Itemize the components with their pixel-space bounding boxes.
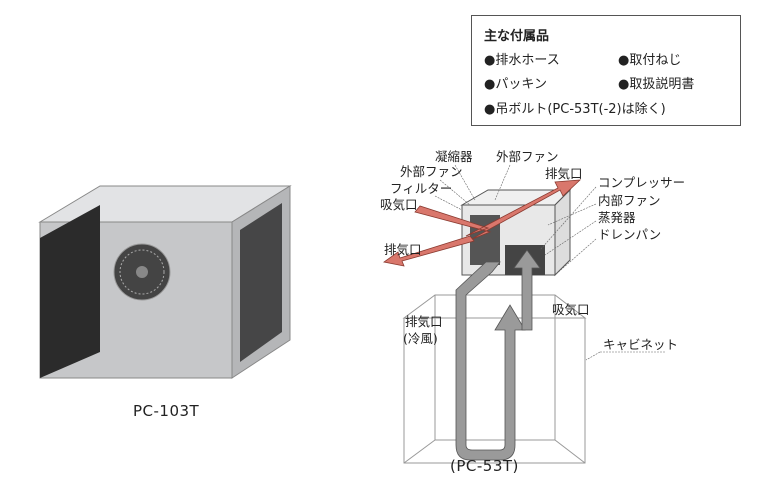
hot-air-exhaust-arrow	[383, 235, 475, 267]
label-condenser: 凝縮器	[435, 149, 473, 164]
accessory-item: ●排水ホース	[484, 53, 560, 68]
accessories-title: 主な付属品	[484, 29, 550, 44]
caption-pc-53t: (PC-53T)	[450, 457, 519, 475]
label-cold-air: (冷風)	[403, 331, 438, 346]
label-external-fan: 外部ファン	[400, 164, 463, 179]
label-compressor: コンプレッサー	[598, 175, 686, 190]
accessory-item: ●吊ボルト(PC-53T(-2)は除く)	[484, 102, 666, 117]
label-filter: フィルター	[390, 181, 453, 196]
hot-air-arrow	[414, 179, 582, 241]
cool-air-loop-arrow	[455, 261, 526, 461]
pc-53t-unit	[460, 188, 572, 277]
cool-air-intake-arrow	[513, 249, 541, 331]
label-exhaust-top: 排気口	[545, 166, 583, 181]
leader-lines	[434, 164, 665, 361]
label-drain-pan: ドレンパン	[598, 227, 662, 242]
label-exhaust-cold: 排気口	[405, 314, 443, 329]
label-exhaust-left: 排気口	[384, 242, 422, 257]
accessory-item: ●パッキン	[484, 77, 547, 92]
label-internal-fan: 内部ファン	[598, 193, 661, 208]
pc-103t-unit	[38, 185, 292, 379]
accessories-box: 主な付属品 ●排水ホース ●取付ねじ ●パッキン ●取扱説明書 ●吊ボルト(PC…	[471, 15, 741, 126]
label-evaporator: 蒸発器	[598, 210, 636, 225]
caption-pc-103t: PC-103T	[133, 402, 200, 420]
accessory-item: ●取扱説明書	[618, 77, 695, 92]
label-external-fan-top: 外部ファン	[496, 149, 559, 164]
accessory-item: ●取付ねじ	[618, 53, 682, 68]
label-intake-top: 吸気口	[380, 197, 418, 212]
label-intake-inner: 吸気口	[552, 302, 590, 317]
label-cabinet: キャビネット	[603, 337, 679, 352]
